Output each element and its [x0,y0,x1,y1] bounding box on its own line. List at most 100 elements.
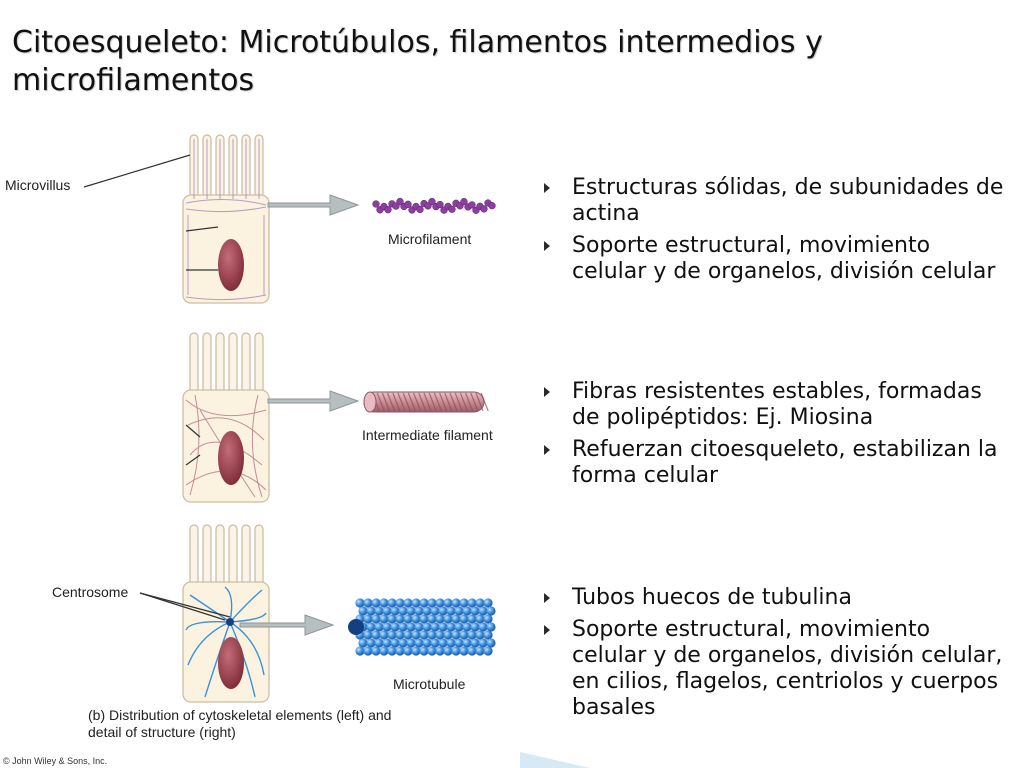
tubulin-subunit [470,622,480,632]
filament-stripe [454,392,463,412]
filament-stripe [418,392,427,412]
tubulin-subunit [427,630,437,640]
cell-microtubule [182,524,270,703]
tubulin-subunit [478,606,488,616]
tubulin-subunit [475,646,485,656]
tubulin-subunit [363,614,373,624]
tubulin-subunit [486,622,496,632]
tubulin-subunit [406,606,416,616]
tubulin-subunit [462,622,472,632]
tubulin-subunit [486,606,496,616]
filament-stripe [413,392,422,412]
tubulin-subunit [371,646,381,656]
tubulin-subunit [395,614,405,624]
tubulin-subunit [430,638,440,648]
cell-microfilament [182,134,270,304]
bullet-arrow-icon [544,387,550,397]
tubulin-subunit [358,606,368,616]
tubulin-subunit [483,598,493,608]
tubulin-subunit [467,598,477,608]
cytoskeleton-figure: Microvillus Microfilament Intermediate f… [0,125,530,768]
filament-stripe [402,392,411,412]
tubulin-subunit [451,630,461,640]
tubulin-subunit [371,630,381,640]
label-centrosome: Centrosome [52,584,129,600]
actin-subunit [448,205,456,213]
tubulin-subunit [435,646,445,656]
tubulin-subunit [374,622,384,632]
cytoskeleton-illustration [83,134,496,703]
tubulin-subunit [371,614,381,624]
tubulin-subunit [395,598,405,608]
tubulin-subunit [443,646,453,656]
tubulin-subunit [427,598,437,608]
filament-stripe [381,392,390,412]
actin-subunit [460,197,468,206]
corner-decoration [520,752,590,768]
actin-subunit [488,202,496,210]
tubulin-subunit [454,606,464,616]
bullet-item: Soporte estructural, movimiento celular … [538,233,1008,285]
tubulin-subunit [454,638,464,648]
filament-stripe [465,392,474,412]
tubulin-subunit [355,646,365,656]
tubulin-subunit [483,630,493,640]
filament-stripe [387,392,396,412]
bullet-item: Soporte estructural, movimiento celular … [538,617,1008,721]
tubulin-subunit [411,614,421,624]
tubulin-subunit [382,622,392,632]
tubulin-subunit [427,646,437,656]
tubulin-subunit [382,638,392,648]
tubulin-subunit [462,606,472,616]
tubulin-subunit [467,646,477,656]
tubulin-subunit [387,614,397,624]
copyright-notice: © John Wiley & Sons, Inc. [3,756,108,766]
figure-caption: (b) Distribution of cytoskeletal element… [88,707,392,740]
tubulin-subunit [414,606,424,616]
label-intermediate-filament: Intermediate filament [362,427,493,443]
bullet-arrow-icon [544,183,550,193]
tubulin-subunit [467,630,477,640]
tubulin-subunit [355,598,365,608]
filament-stripe [444,392,453,412]
bullet-item: Refuerzan citoesqueleto, estabilizan la … [538,437,1008,489]
tubulin-subunit [371,598,381,608]
bullet-item: Estructuras sólidas, de subunidades de a… [538,175,1008,227]
arrows [239,194,360,636]
tubulin-subunit [475,598,485,608]
bullet-item: Tubos huecos de tubulina [538,585,1008,611]
tubulin-subunit [403,630,413,640]
tubulin-subunit [427,614,437,624]
tubulin-subunit [478,622,488,632]
tubulin-subunit [382,606,392,616]
tubulin-subunit [470,606,480,616]
label-microfilament: Microfilament [388,231,472,247]
filament-stripe [376,392,385,412]
tubulin-subunit [358,638,368,648]
tubulin-subunit [406,622,416,632]
actin-subunit [436,200,444,209]
filament-stripe [392,392,401,412]
label-microtubule: Microtubule [393,676,466,692]
actin-subunit [384,206,392,214]
tubulin-subunit [387,598,397,608]
tubulin-subunit [422,606,432,616]
filament-stripe [470,392,479,412]
tubulin-subunit [451,598,461,608]
actin-subunit [372,200,380,208]
tubulin-subunit [419,598,429,608]
filament-stripe [428,392,437,412]
tubulin-subunit [446,638,456,648]
tubulin-subunit [374,638,384,648]
tubulin-subunit [478,638,488,648]
tubulin-subunit [403,646,413,656]
actin-subunit [416,205,424,214]
tubulin-subunit [438,622,448,632]
label-microvillus: Microvillus [5,177,71,193]
actin-subunit [392,202,400,210]
actin-subunit [468,201,476,209]
tubulin-subunit [387,646,397,656]
filament-stripe [439,392,448,412]
tubulin-subunit [475,630,485,640]
tubulin-subunit [435,614,445,624]
